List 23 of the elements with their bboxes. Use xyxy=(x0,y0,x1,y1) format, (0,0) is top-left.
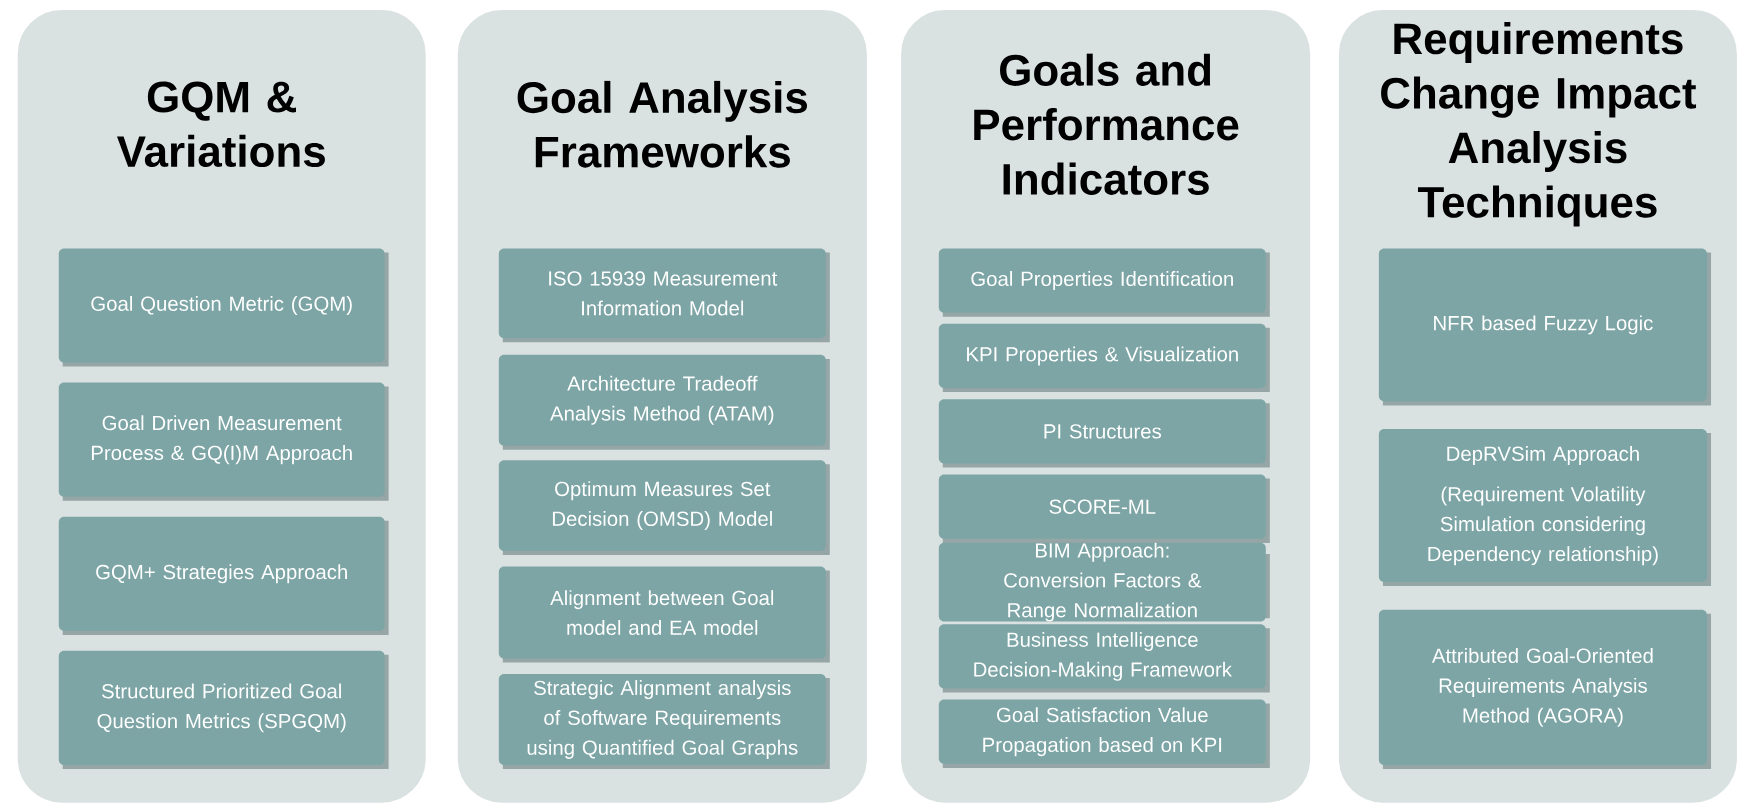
method-box: Business Intelligence Decision-Making Framework xyxy=(938,624,1270,693)
method-box: GQM+ Strategies Approach xyxy=(58,516,389,635)
method-box: DepRVSim Approach (Requirement Volatility Simulation considering Dependency relationship) xyxy=(1378,429,1711,587)
method-box: NFR based Fuzzy Logic xyxy=(1378,248,1711,406)
method-box: PI Structures xyxy=(938,399,1270,468)
method-box: Goal Question Metric (GQM) xyxy=(58,248,389,367)
method-box: BIM Approach: Conversion Factors & Range Normalization xyxy=(938,542,1270,622)
column-heading: Requirements Change Impact Analysis Techniques xyxy=(1381,22,1697,227)
method-box: Goal Properties Identification xyxy=(938,248,1270,317)
method-box: Alignment between Goal model and EA model xyxy=(498,566,830,663)
method-box: Strategic Alignment analysis of Software Requirements using Quantified Goal Graphs xyxy=(498,674,830,769)
method-box: SCORE-ML xyxy=(938,474,1270,543)
method-box: ISO 15939 Measurement Information Model xyxy=(498,248,830,343)
method-box: KPI Properties & Visualization xyxy=(938,323,1270,393)
method-box: Goal Driven Measurement Process & GQ(I)M Approach xyxy=(58,382,389,501)
method-box: Attributed Goal-Oriented Requirements Analysis Method (AGORA) xyxy=(1378,609,1711,769)
method-box: Structured Prioritized Goal Question Metrics (SPGQM) xyxy=(58,650,389,769)
column-heading: Goal Analysis Frameworks xyxy=(517,80,808,168)
method-box: Optimum Measures Set Decision (OMSD) Model xyxy=(498,460,830,556)
method-box: Goal Satisfaction Value Propagation based on KPI xyxy=(938,699,1270,768)
method-box: Architecture Tradeoff Analysis Method (ATAM) xyxy=(498,354,830,450)
column-heading: GQM & Variations xyxy=(117,81,325,168)
column-heading: Goals and Performance Indicators xyxy=(974,53,1239,195)
